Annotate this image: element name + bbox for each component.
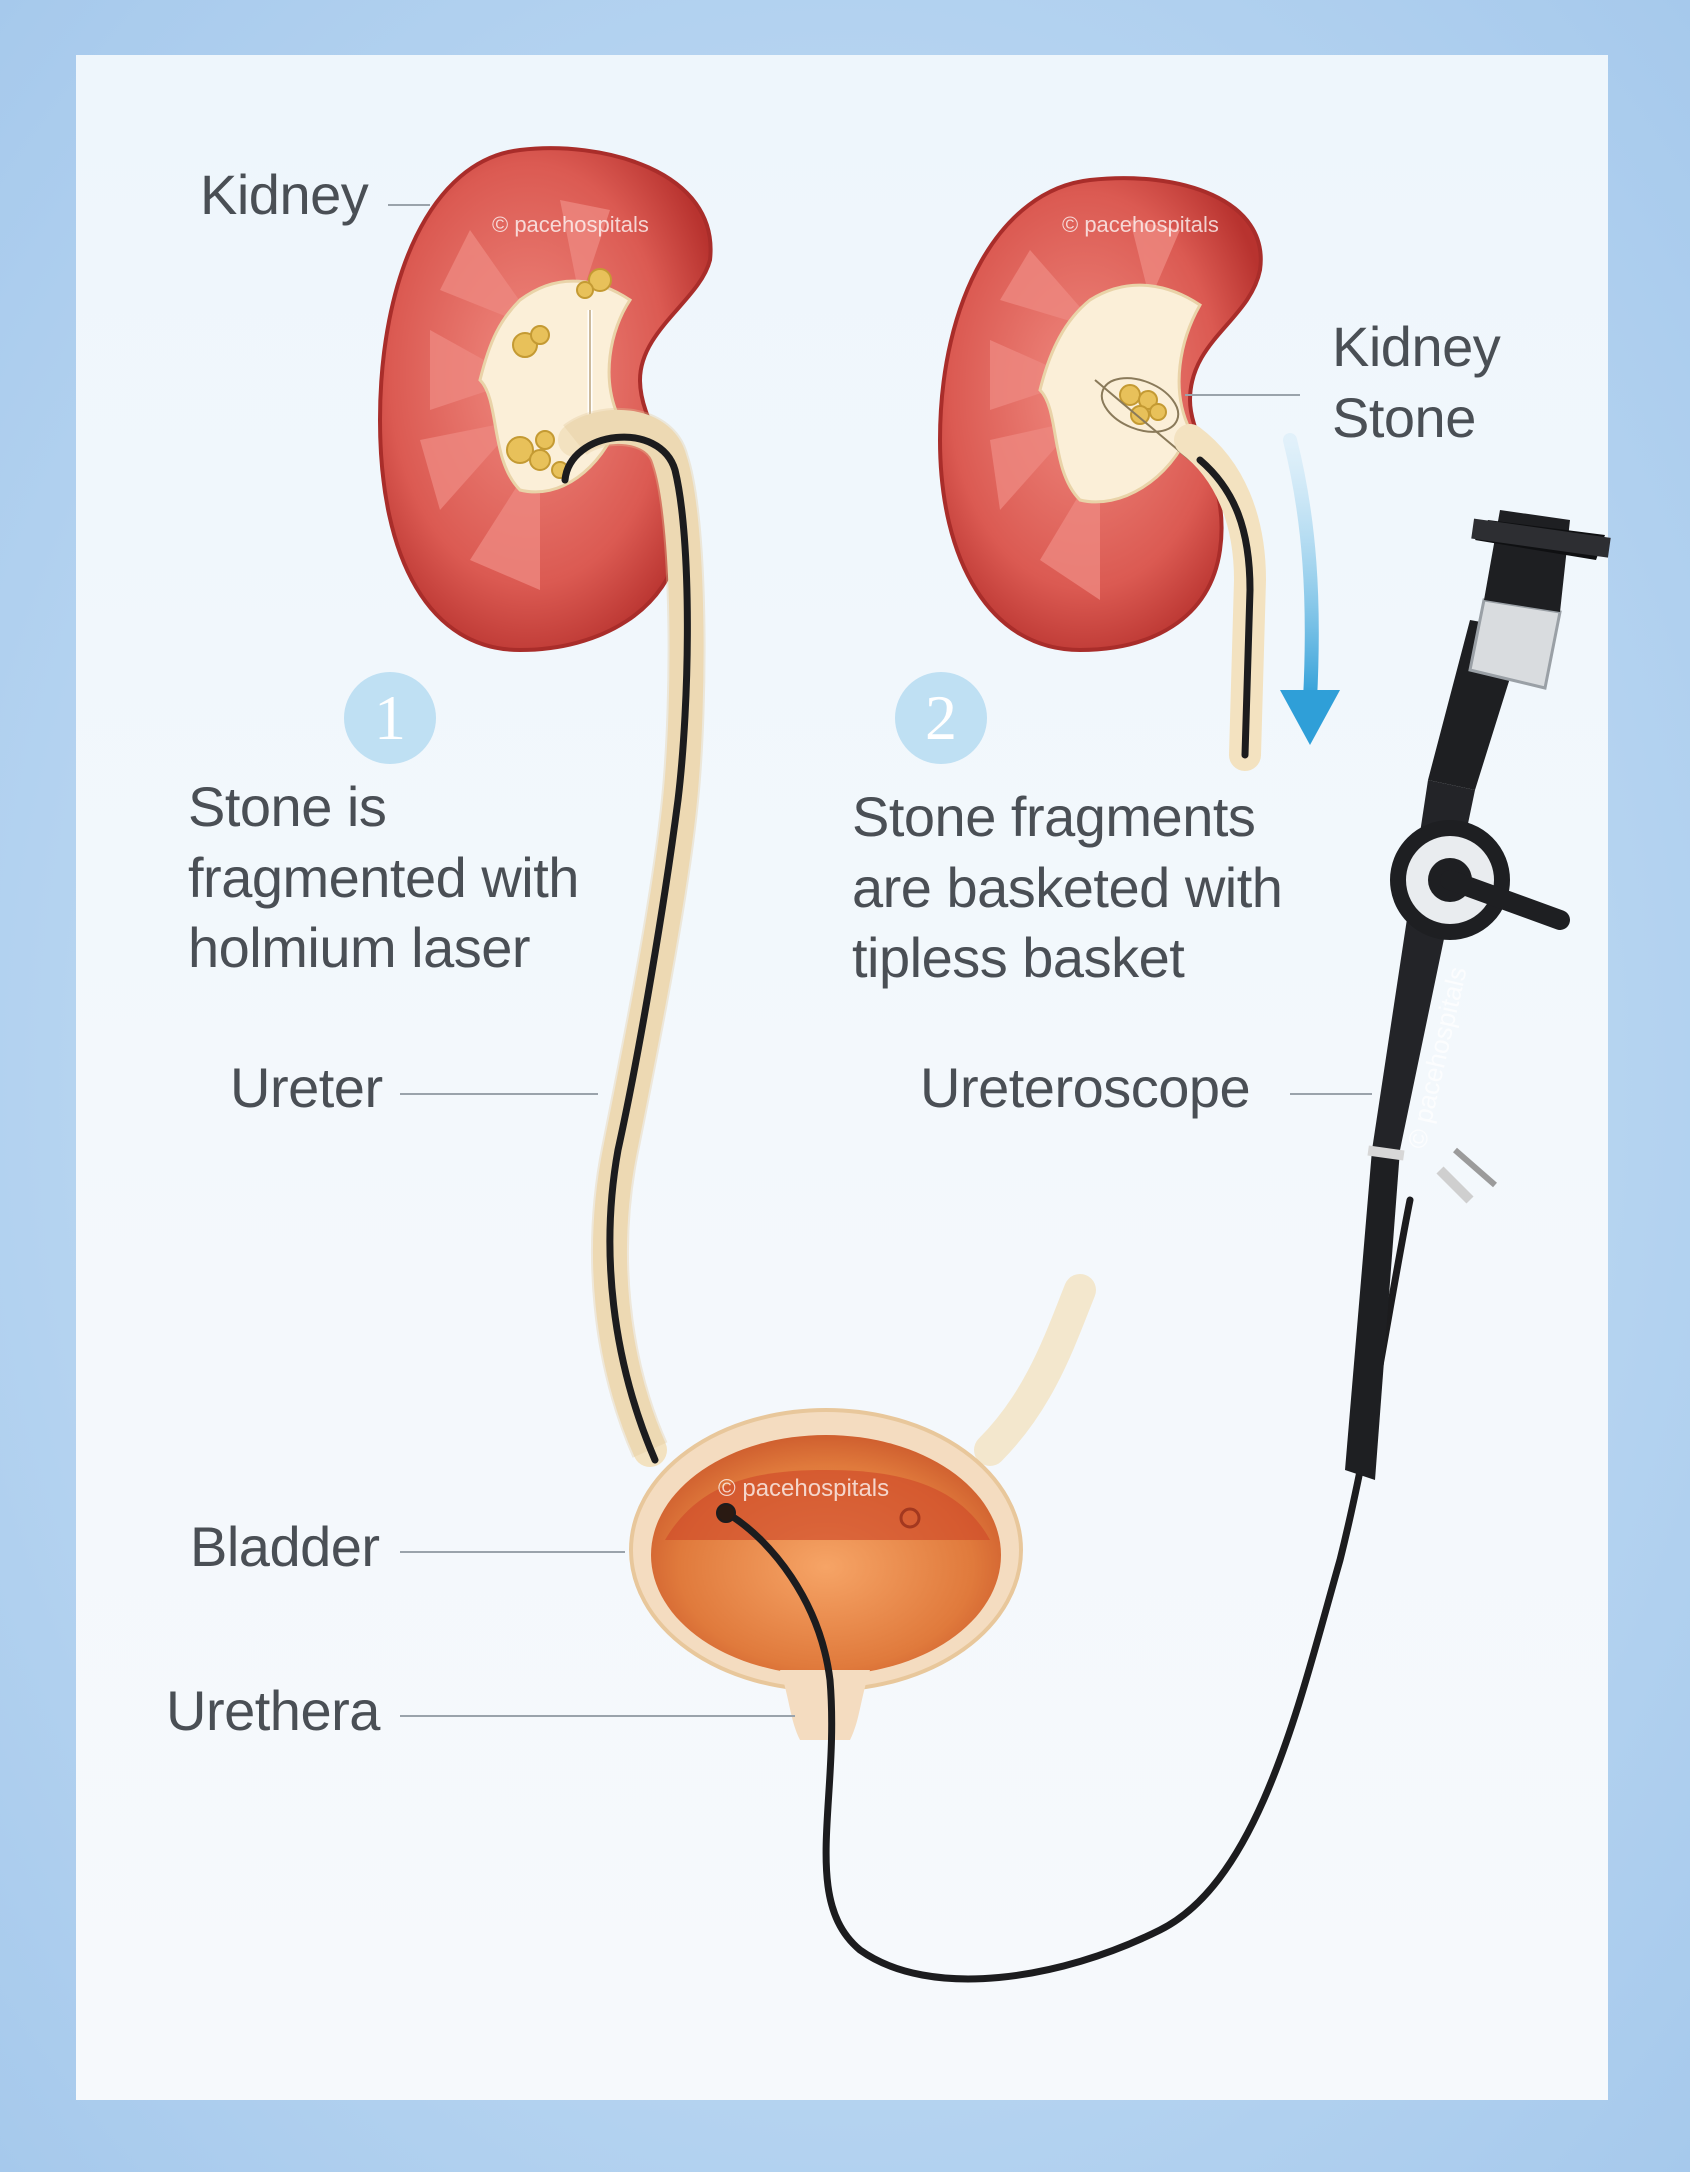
ureter-right	[1174, 424, 1267, 771]
step-2-line3: tipless basket	[852, 926, 1185, 990]
label-ureter: Ureter	[230, 1056, 383, 1119]
kidney-left: © pacehospitals	[377, 146, 713, 653]
step-2-text: Stone fragments are basketed with tiples…	[852, 782, 1283, 994]
leader-lines	[388, 204, 1372, 1717]
watermark-kidney-right: © pacehospitals	[1062, 212, 1219, 237]
label-kidney-stone-line2: Stone	[1332, 385, 1476, 449]
label-kidney-stone: Kidney Stone	[1332, 312, 1501, 453]
label-bladder: Bladder	[190, 1515, 380, 1578]
diagram-panel	[76, 55, 1608, 2100]
watermark-bladder: © pacehospitals	[718, 1475, 889, 1502]
label-kidney-stone-line1: Kidney	[1332, 315, 1501, 378]
label-urethra: Urethera	[166, 1679, 380, 1742]
label-kidney: Kidney	[200, 163, 369, 226]
step-1-badge: 1	[344, 672, 436, 764]
step-1-line3: holmium laser	[188, 916, 531, 980]
watermark-kidney-left: © pacehospitals	[492, 212, 649, 237]
scope-wire-left	[561, 433, 691, 1464]
ureter-left	[558, 407, 706, 1467]
direction-arrow	[1280, 433, 1340, 745]
kidney-right: © pacehospitals	[937, 176, 1263, 653]
step-1-text: Stone is fragmented with holmium laser	[188, 772, 579, 984]
scope-cable	[726, 1196, 1414, 1983]
step-2-line2: are basketed with	[852, 855, 1283, 919]
stone-basket	[1094, 377, 1191, 461]
kidney-stones-left	[506, 268, 612, 479]
step-1-line2: fragmented with	[188, 845, 579, 909]
ureteroscope: © pacehospitals	[1345, 510, 1611, 1480]
bladder: © pacehospitals	[629, 1274, 1096, 1740]
step-2-line1: Stone fragments	[852, 785, 1256, 848]
step-2-badge: 2	[895, 672, 987, 764]
step-1-line1: Stone is	[188, 775, 387, 838]
label-ureteroscope: Ureteroscope	[920, 1056, 1251, 1119]
